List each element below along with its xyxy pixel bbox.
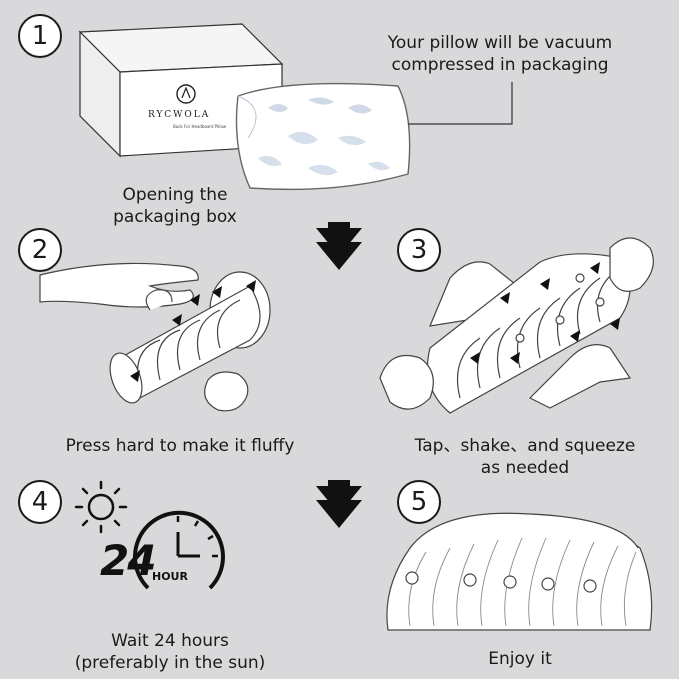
step-1-caption-line2: packaging box	[113, 207, 237, 227]
step-3-number: 3	[410, 235, 428, 265]
step-2-badge: 2	[18, 228, 62, 272]
step-1-badge: 1	[18, 14, 62, 58]
sun-icon	[74, 480, 128, 534]
step-3-caption-line2: as needed	[480, 458, 570, 478]
step-1-number: 1	[31, 21, 49, 51]
box-tagline: Back For Headboard Pillow	[173, 124, 227, 129]
clock-icon	[133, 510, 225, 590]
step-3-caption-line1: Tap、shake、and squeeze	[414, 436, 636, 456]
callout-line	[408, 82, 513, 125]
step-4-badge: 4	[18, 480, 62, 524]
step-1-caption-line1: Opening the	[122, 185, 228, 205]
step-5-number: 5	[410, 487, 428, 517]
tap-pillow-illustration	[379, 237, 654, 414]
press-pillow-illustration	[39, 262, 271, 412]
step-2-number: 2	[31, 235, 49, 265]
step-4-caption-line1: Wait 24 hours	[111, 631, 229, 651]
step-4-number: 4	[31, 487, 49, 517]
step-2-caption-line1: Press hard to make it fluffy	[65, 436, 295, 456]
box-brand: RYCWOLA	[148, 110, 211, 120]
step-5-badge: 5	[397, 480, 441, 524]
step-3-caption: Tap、shake、and squeeze as needed	[380, 435, 670, 479]
step-5-caption-line1: Enjoy it	[488, 649, 552, 669]
step-3-badge: 3	[397, 228, 441, 272]
step-2-caption: Press hard to make it fluffy	[30, 435, 330, 457]
vacuum-note-line1: Your pillow will be vacuum	[387, 33, 613, 53]
vacuum-note-line2: compressed in packaging	[391, 55, 609, 75]
down-arrow-icon	[316, 222, 362, 270]
step-1-caption: Opening the packaging box	[95, 184, 255, 228]
vacuum-note: Your pillow will be vacuum compressed in…	[350, 32, 650, 76]
step-5-caption: Enjoy it	[420, 648, 620, 670]
packaging-box-illustration	[78, 23, 284, 158]
down-arrow-icon	[316, 480, 362, 528]
finished-pillow-illustration	[386, 512, 653, 631]
compressed-pillow-bag	[235, 82, 411, 191]
clock-unit: HOUR	[152, 570, 188, 583]
step-4-caption: Wait 24 hours (preferably in the sun)	[30, 630, 310, 674]
step-4-caption-line2: (preferably in the sun)	[74, 653, 266, 673]
clock-number: 24	[100, 536, 156, 585]
